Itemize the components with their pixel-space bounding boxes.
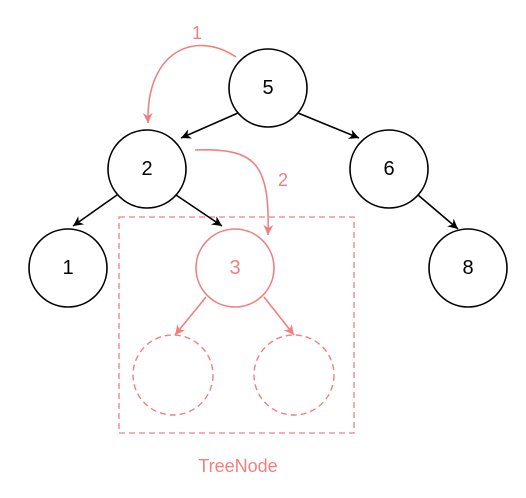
node-3: 3 bbox=[195, 228, 275, 308]
node-2: 2 bbox=[107, 129, 187, 209]
node-8-label: 8 bbox=[462, 257, 473, 279]
edge-6-8 bbox=[417, 194, 459, 230]
edge-5-2 bbox=[180, 112, 239, 139]
node-8: 8 bbox=[428, 228, 508, 308]
node-3-label: 3 bbox=[229, 257, 240, 279]
edge-2-1 bbox=[72, 194, 118, 227]
edge-2-3 bbox=[175, 194, 223, 227]
edge-3-right-child bbox=[263, 296, 295, 336]
node-1: 1 bbox=[28, 228, 108, 308]
node-2-label: 2 bbox=[141, 158, 152, 180]
node-5-label: 5 bbox=[262, 77, 273, 99]
step-2-arrow bbox=[194, 149, 274, 236]
step-2-label: 2 bbox=[278, 170, 288, 190]
node-5: 5 bbox=[228, 48, 308, 128]
edge-3-left-child bbox=[174, 296, 207, 336]
step-1-label: 1 bbox=[192, 23, 202, 43]
step-1-arrow bbox=[142, 44, 237, 124]
node-6-label: 6 bbox=[383, 158, 394, 180]
node-6: 6 bbox=[349, 129, 429, 209]
treenode-label: TreeNode bbox=[198, 456, 277, 476]
empty-left-child bbox=[132, 334, 214, 416]
edge-5-6 bbox=[297, 112, 360, 139]
node-1-label: 1 bbox=[62, 257, 73, 279]
empty-right-child bbox=[253, 334, 335, 416]
treenode-box bbox=[118, 216, 355, 434]
